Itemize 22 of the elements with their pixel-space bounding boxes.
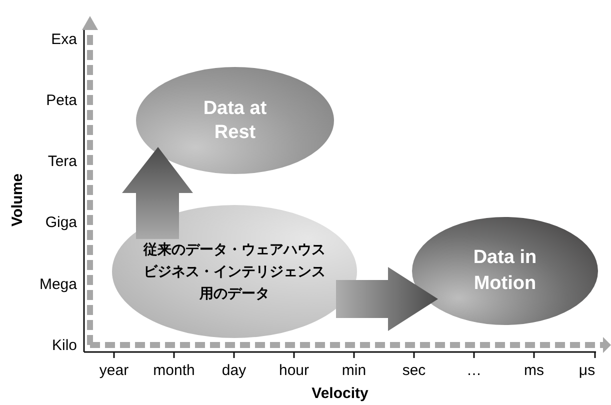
axis-tick-label: … [466, 362, 482, 380]
axis-title: Volume [9, 172, 27, 229]
node-label: Data at Rest [202, 96, 268, 144]
axis-tick-label: day [220, 362, 248, 380]
axis-tick-label: Mega [39, 276, 77, 294]
axis-tick-label: hour [278, 362, 310, 380]
axis-tick-label: Peta [46, 92, 77, 110]
block-arrow [122, 147, 193, 239]
axis-tick-label: min [340, 362, 368, 380]
axis-tick-label: Exa [51, 31, 77, 49]
axis-tick-label: Kilo [52, 337, 77, 355]
axis-tick-label: month [152, 362, 196, 380]
axis-tick-label: Giga [45, 214, 77, 232]
block-arrow [336, 267, 438, 331]
axis-tick-label: year [98, 362, 130, 380]
axis-tick-label: Tera [48, 153, 77, 171]
axis-tick-label: μs [578, 362, 596, 380]
node-label: Data in Motion [472, 246, 538, 296]
axis-tick-label: ms [523, 362, 545, 380]
axis-tick-label: sec [401, 362, 427, 380]
axis-title: Velocity [310, 385, 370, 403]
node-label: 従来のデータ・ウェアハウスビジネス・インテリジェンス用のデータ [142, 240, 326, 304]
